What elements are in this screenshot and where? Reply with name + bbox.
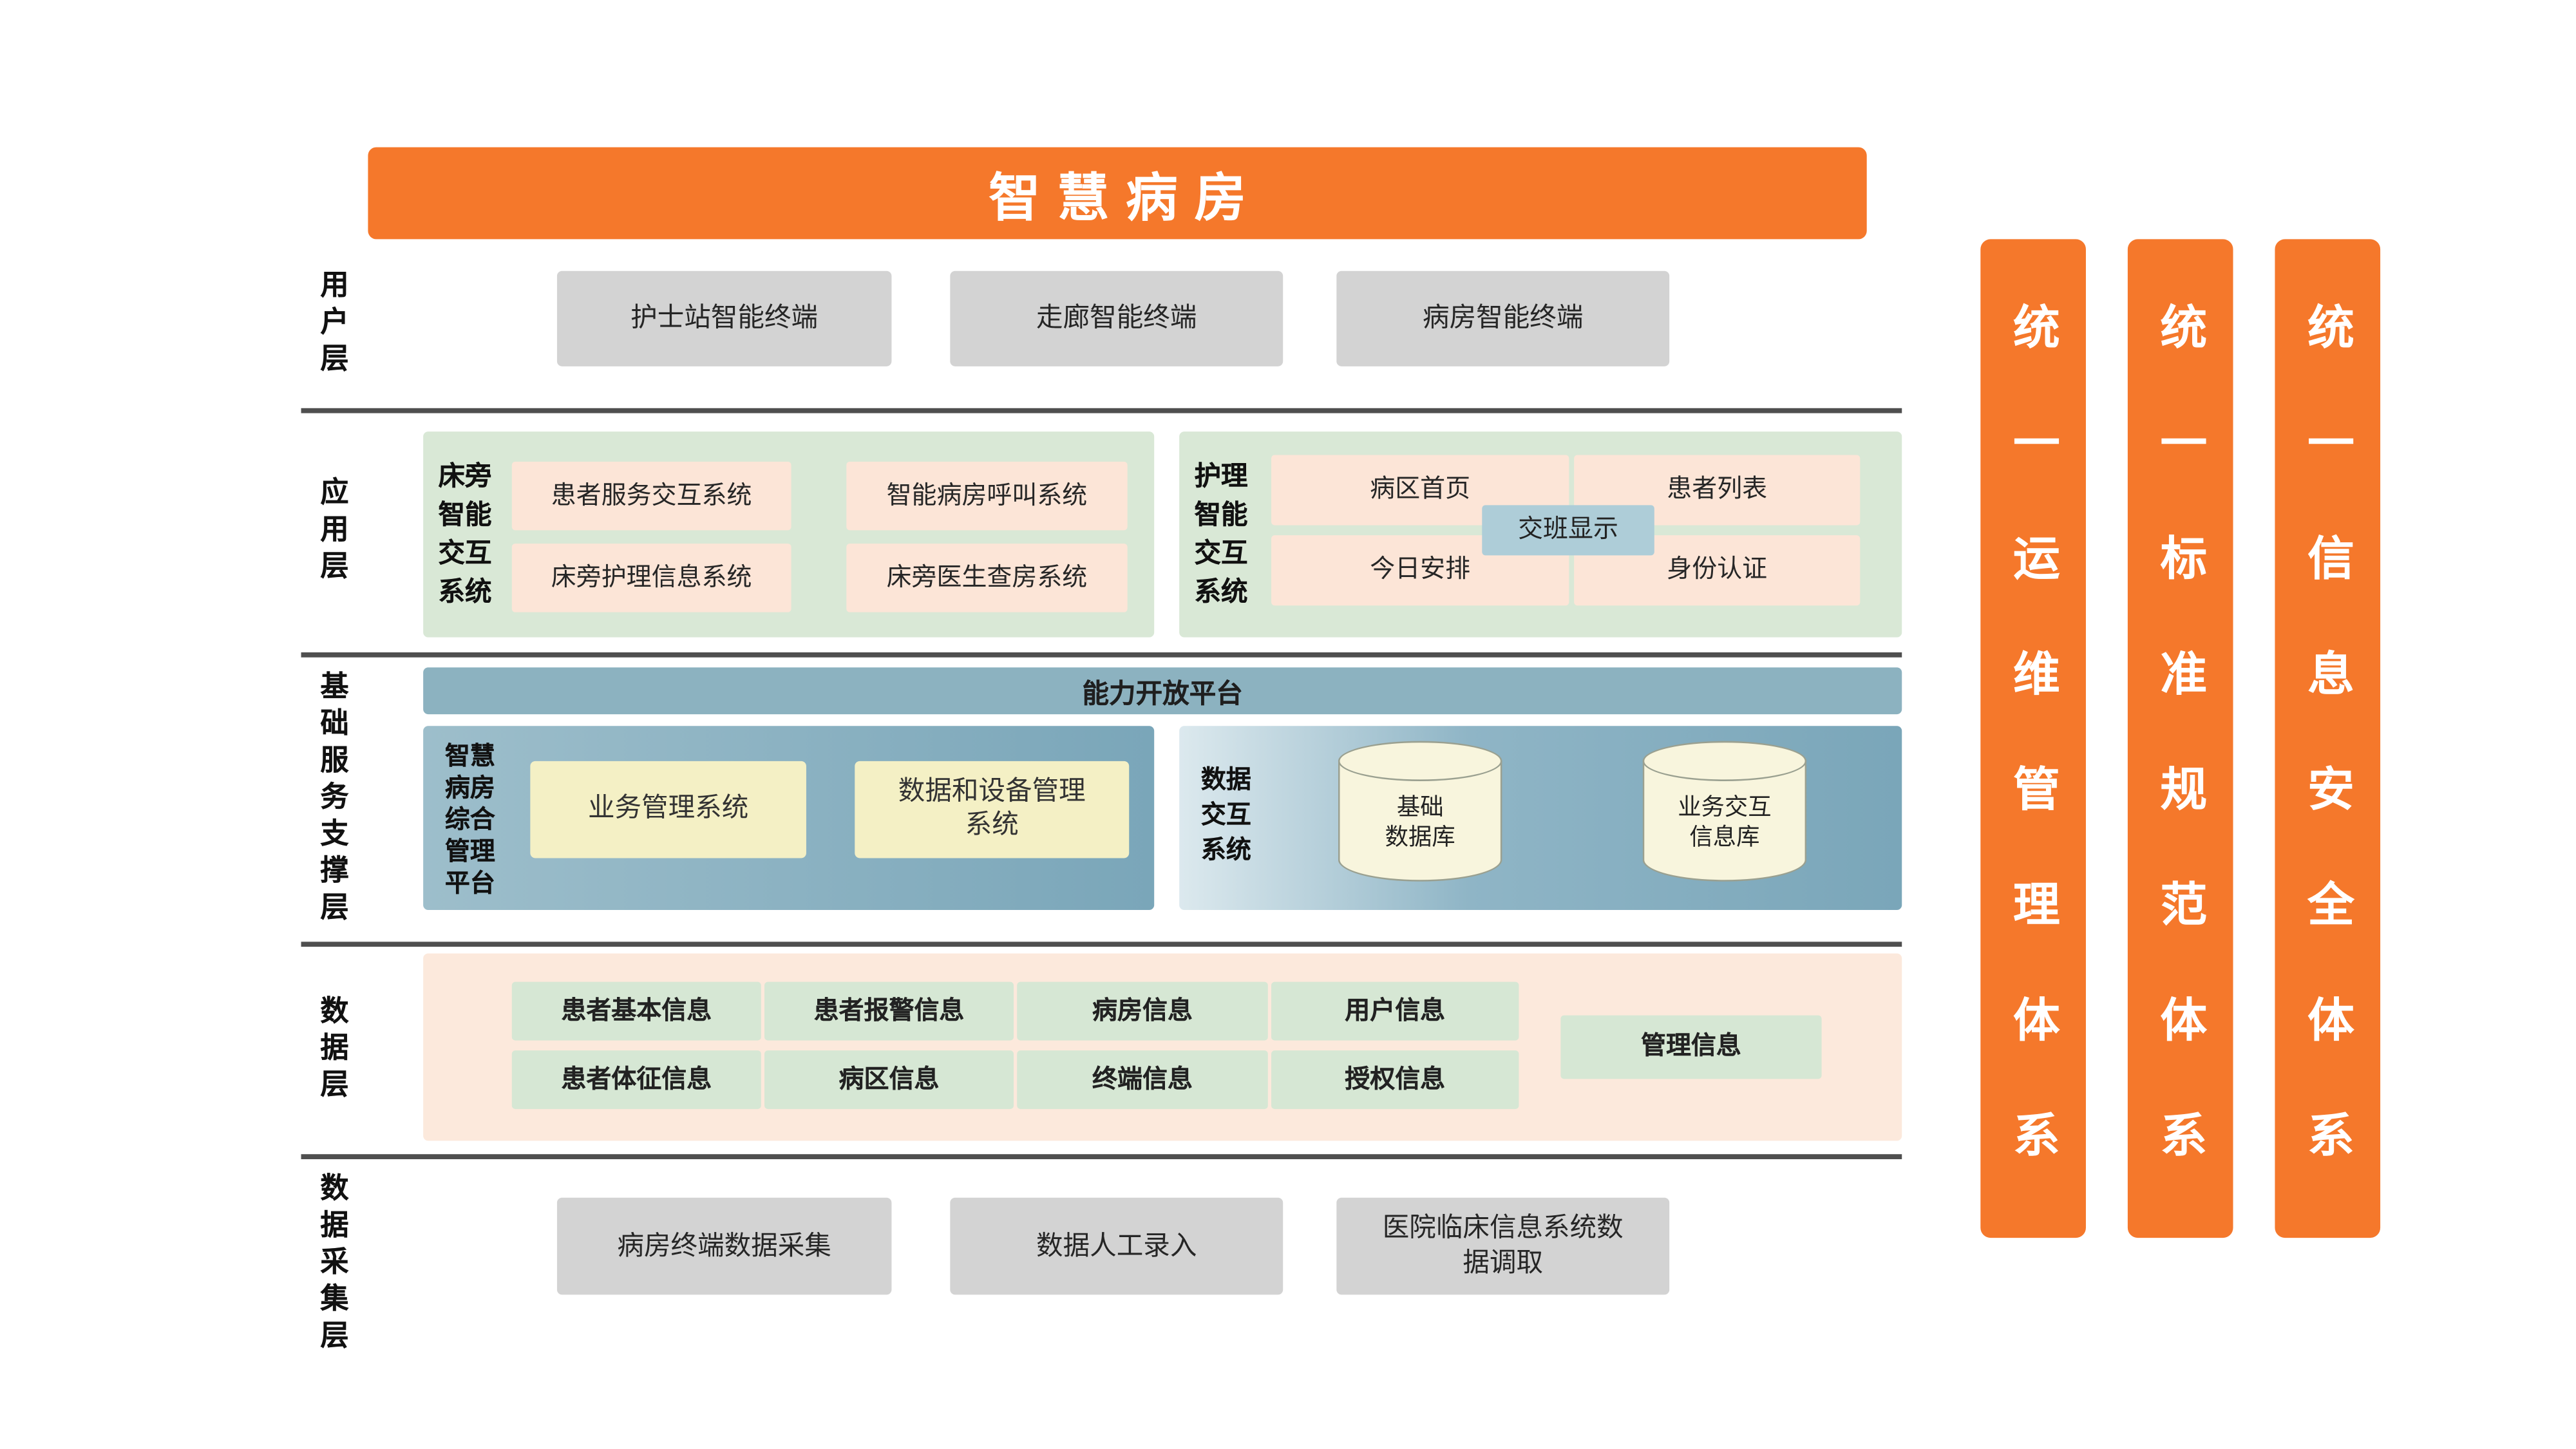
authorization-info-box: 授权信息 xyxy=(1271,1050,1519,1110)
corridor-terminal-box: 走廊智能终端 xyxy=(950,270,1283,366)
layer-label-platform: 基 础 服 务 支 撑 层 xyxy=(320,670,349,923)
nurse-station-terminal-box: 护士站智能终端 xyxy=(556,270,892,366)
management-platform-label: 智慧 病房 综合 管理 平台 xyxy=(444,741,495,898)
business-exchange-db-cylinder: 业务交互 信息库 xyxy=(1642,741,1807,882)
layer-divider xyxy=(301,652,1902,658)
bedside-nursing-info-system-box: 床旁护理信息系统 xyxy=(511,544,791,612)
data-exchange-label: 数据 交互 系统 xyxy=(1200,765,1251,864)
pillar-unified-standards: 统一标准规范体系 xyxy=(2127,239,2233,1238)
database-icon-top xyxy=(1338,741,1502,781)
bedside-doctor-rounds-system-box: 床旁医生查房系统 xyxy=(846,544,1128,612)
patient-alarm-info-box: 患者报警信息 xyxy=(764,981,1014,1041)
patient-service-system-box: 患者服务交互系统 xyxy=(511,461,791,531)
user-info-box: 用户信息 xyxy=(1271,981,1519,1041)
basic-database-label: 基础 数据库 xyxy=(1385,793,1455,850)
capability-platform-bar: 能力开放平台 xyxy=(423,667,1902,715)
hospital-cis-data-retrieval-box: 医院临床信息系统数 据调取 xyxy=(1336,1197,1670,1295)
manual-entry-box: 数据人工录入 xyxy=(950,1197,1283,1295)
title-banner: 智慧病房 xyxy=(368,147,1867,240)
pillar-unified-security: 统一信息安全体系 xyxy=(2275,239,2381,1238)
patient-basic-info-box: 患者基本信息 xyxy=(511,981,761,1041)
layer-label-application: 应 用 层 xyxy=(320,477,349,582)
ward-terminal-collection-box: 病房终端数据采集 xyxy=(556,1197,892,1295)
ward-terminal-box: 病房智能终端 xyxy=(1336,270,1670,366)
layer-divider xyxy=(301,1154,1902,1159)
layer-divider xyxy=(301,942,1902,947)
management-info-box: 管理信息 xyxy=(1560,1015,1822,1079)
terminal-info-box: 终端信息 xyxy=(1017,1050,1268,1110)
database-icon-top xyxy=(1642,741,1807,781)
pillar-unified-standards-label: 统一标准规范体系 xyxy=(2155,301,2208,1226)
business-management-system-box: 业务管理系统 xyxy=(530,761,806,858)
layer-label-data: 数 据 层 xyxy=(320,995,349,1101)
pillar-unified-security-label: 统一信息安全体系 xyxy=(2302,301,2354,1226)
nursing-group-label: 护理 智能 交互 系统 xyxy=(1194,462,1248,607)
data-device-management-system-box: 数据和设备管理 系统 xyxy=(855,761,1130,858)
page-title: 智慧病房 xyxy=(989,169,1264,228)
layer-divider xyxy=(301,408,1902,413)
layer-label-user: 用 户 层 xyxy=(320,269,349,375)
shift-handover-display-box: 交班显示 xyxy=(1482,505,1654,556)
basic-database-cylinder: 基础 数据库 xyxy=(1338,741,1502,882)
patient-vitals-info-box: 患者体征信息 xyxy=(511,1050,761,1110)
ward-call-system-box: 智能病房呼叫系统 xyxy=(846,461,1128,531)
ward-area-info-box: 病区信息 xyxy=(764,1050,1014,1110)
pillar-unified-operations-label: 统一运维管理体系 xyxy=(2008,301,2060,1226)
ward-room-info-box: 病房信息 xyxy=(1017,981,1268,1041)
layer-label-collection: 数 据 采 集 层 xyxy=(320,1172,349,1352)
pillar-unified-operations: 统一运维管理体系 xyxy=(1980,239,2086,1238)
business-exchange-db-label: 业务交互 信息库 xyxy=(1678,793,1772,850)
bedside-group-label: 床旁 智能 交互 系统 xyxy=(438,462,492,607)
